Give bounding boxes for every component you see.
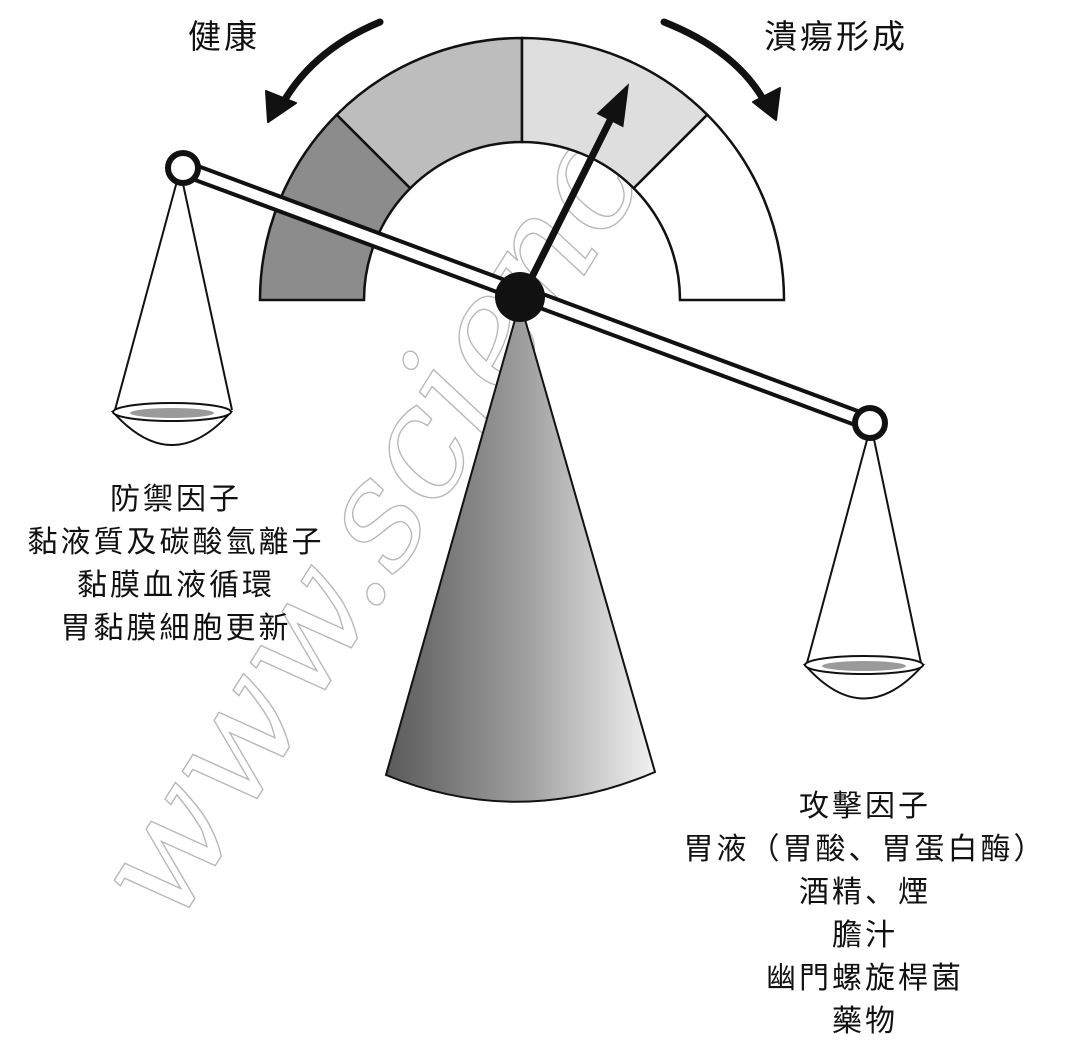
attack-item: 藥物 bbox=[832, 1004, 898, 1039]
health-label: 健康 bbox=[188, 17, 260, 56]
defense-item: 黏膜血液循環 bbox=[77, 568, 275, 603]
attack-title: 攻擊因子 bbox=[799, 789, 931, 824]
beam-left-end bbox=[165, 150, 201, 186]
beam-right-end bbox=[852, 405, 888, 441]
defense-item: 黏液質及碳酸氫離子 bbox=[27, 525, 325, 560]
health-arrow bbox=[265, 18, 384, 123]
attack-item: 幽門螺旋桿菌 bbox=[766, 961, 964, 996]
defense-item: 胃黏膜細胞更新 bbox=[60, 611, 292, 646]
ulcer-arrow bbox=[660, 18, 781, 121]
attack-item: 酒精、煙 bbox=[799, 875, 931, 910]
defense-factors: 防禦因子 黏液質及碳酸氫離子 黏膜血液循環 胃黏膜細胞更新 bbox=[0, 478, 352, 650]
defense-title: 防禦因子 bbox=[110, 482, 242, 517]
balance-pivot bbox=[495, 272, 545, 322]
attack-item: 胃液（胃酸、胃蛋白酶） bbox=[683, 832, 1047, 867]
attack-item: 膽汁 bbox=[832, 918, 898, 953]
gauge-needle bbox=[518, 83, 629, 301]
balance-diagram: www.scienc bbox=[57, 18, 926, 950]
attack-factors: 攻擊因子 胃液（胃酸、胃蛋白酶） 酒精、煙 膽汁 幽門螺旋桿菌 藥物 bbox=[660, 785, 1070, 1043]
balance-stand bbox=[384, 298, 657, 803]
left-pan bbox=[110, 169, 234, 446]
gauge-segment-4 bbox=[631, 112, 786, 302]
right-pan bbox=[802, 424, 926, 700]
ulcer-label: 潰瘍形成 bbox=[764, 17, 908, 56]
